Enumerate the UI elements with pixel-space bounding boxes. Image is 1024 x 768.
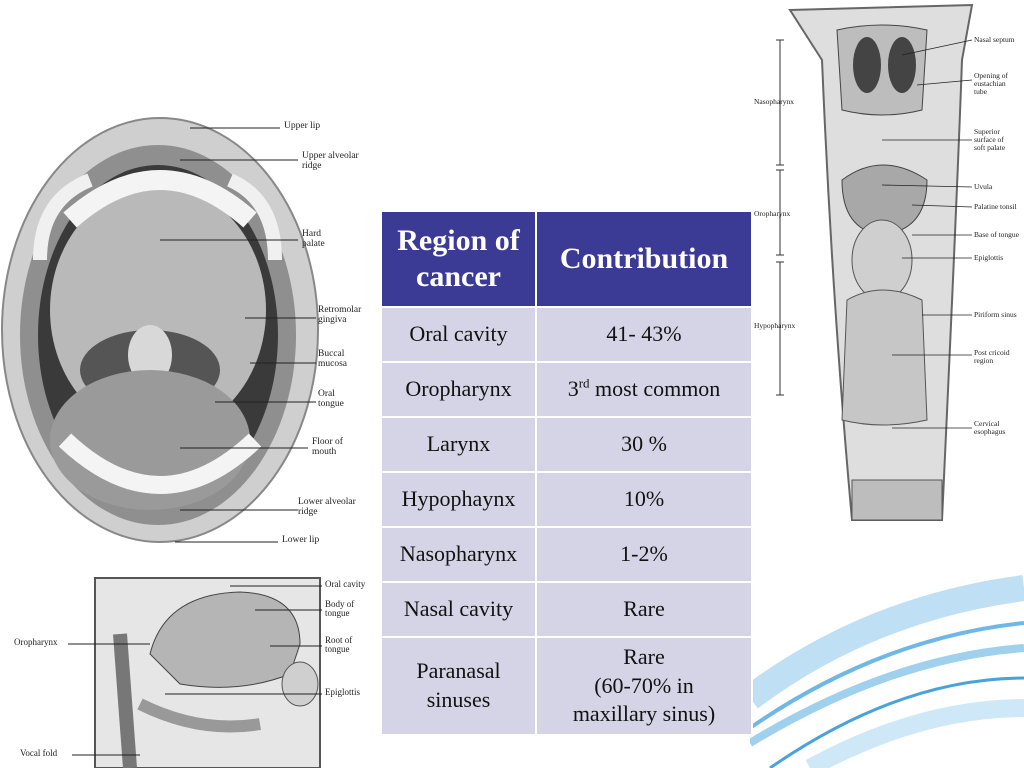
label-base-of-tongue: Base of tongue <box>974 230 1019 239</box>
table-row: Hypophaynx 10% <box>380 471 753 528</box>
sagittal-drawing <box>68 577 322 768</box>
label-palatine-tonsil: Palatine tonsil <box>974 202 1017 211</box>
label-oral-cavity: Oral cavity <box>325 579 366 589</box>
open-mouth-illustration: Upper lip Upper alveolar ridge Hard pala… <box>0 80 380 550</box>
label-opening-eustachian-tube: Opening of eustachian tube <box>974 71 1008 96</box>
label-floor-of-mouth: Floor of mouth <box>312 437 343 457</box>
label-root-of-tongue: Root of tongue <box>325 635 353 655</box>
label-cervical-esophagus: Cervical esophagus <box>974 419 1006 436</box>
table-row: Oropharynx 3rd most common <box>380 361 753 418</box>
sagittal-section-illustration: Oral cavity Body of tongue Root of tongu… <box>0 574 380 768</box>
label-sagittal-epiglottis: Epiglottis <box>325 687 361 697</box>
ordinal-number: 3 <box>567 376 579 402</box>
pharynx-posterior-illustration: Nasal septum Opening of eustachian tube … <box>752 0 1024 570</box>
label-vocal-fold: Vocal fold <box>20 748 58 758</box>
label-retromolar-gingiva: Retromolar gingiva <box>318 305 362 325</box>
cell-region: Larynx <box>380 416 537 473</box>
label-hypopharynx: Hypopharynx <box>754 321 796 330</box>
ordinal-suffix: rd <box>578 375 590 391</box>
cell-contribution: Rare (60-70% in maxillary sinus) <box>535 636 753 736</box>
cell-region: Oral cavity <box>380 306 537 363</box>
cell-contribution: 41- 43% <box>535 306 753 363</box>
header-contribution: Contribution <box>535 210 753 308</box>
label-upper-alveolar-ridge: Upper alveolar ridge <box>302 151 359 171</box>
label-body-of-tongue: Body of tongue <box>325 599 355 619</box>
cell-contribution: 10% <box>535 471 753 528</box>
label-oropharynx: Oropharynx <box>754 209 791 218</box>
pharynx-drawing <box>776 3 974 521</box>
table-row: Oral cavity 41- 43% <box>380 306 753 363</box>
header-region-of-cancer: Region of cancer <box>380 210 537 308</box>
open-mouth-drawing <box>1 117 319 543</box>
label-oral-tongue: Oral tongue <box>318 389 344 409</box>
table-row: Nasopharynx 1-2% <box>380 526 753 583</box>
label-upper-lip: Upper lip <box>284 121 321 131</box>
label-post-cricoid-region: Post cricoid region <box>974 348 1010 365</box>
table-row: Paranasal sinuses Rare (60-70% in maxill… <box>380 636 753 736</box>
cell-contribution: 3rd most common <box>535 361 753 418</box>
cancer-contribution-table: Region of cancer Contribution Oral cavit… <box>380 210 753 736</box>
label-nasal-septum: Nasal septum <box>974 35 1015 44</box>
label-pharynx-epiglottis: Epiglottis <box>974 253 1004 262</box>
cell-region: Paranasal sinuses <box>380 636 537 736</box>
label-sagittal-oropharynx: Oropharynx <box>14 637 58 647</box>
cell-contribution: Rare <box>535 581 753 638</box>
label-uvula: Uvula <box>974 182 993 191</box>
decorative-swoosh <box>750 575 1024 768</box>
label-piriform-sinus: Piriform sinus <box>974 310 1017 319</box>
label-buccal-mucosa: Buccal mucosa <box>318 349 348 369</box>
table-header-row: Region of cancer Contribution <box>380 210 753 308</box>
cell-region: Nasopharynx <box>380 526 537 583</box>
label-superior-soft-palate: Superior surface of soft palate <box>974 127 1006 152</box>
cell-contribution: 1-2% <box>535 526 753 583</box>
contribution-rest: most common <box>589 376 721 402</box>
label-lower-alveolar-ridge: Lower alveolar ridge <box>298 497 356 517</box>
label-lower-lip: Lower lip <box>282 535 320 545</box>
table-row: Nasal cavity Rare <box>380 581 753 638</box>
label-hard-palate: Hard palate <box>302 229 325 249</box>
label-nasopharynx: Nasopharynx <box>754 97 794 106</box>
cell-contribution: 30 % <box>535 416 753 473</box>
cell-region: Oropharynx <box>380 361 537 418</box>
table-row: Larynx 30 % <box>380 416 753 473</box>
cell-region: Nasal cavity <box>380 581 537 638</box>
cell-region: Hypophaynx <box>380 471 537 528</box>
